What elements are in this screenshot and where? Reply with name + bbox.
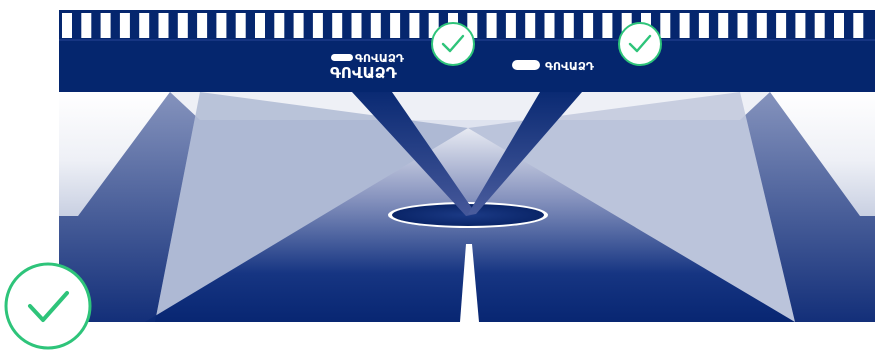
gantry-rib [718, 13, 728, 38]
gantry-rib [583, 13, 593, 38]
check-circle-icon [432, 23, 474, 65]
gantry-rib [853, 13, 863, 38]
gantry-rib [545, 13, 555, 38]
gantry-rib [313, 13, 323, 38]
gantry-rib [216, 13, 226, 38]
gantry-rib [602, 13, 612, 38]
gantry-rib [101, 13, 111, 38]
gantry-rib [178, 13, 188, 38]
check-circle-icon [6, 264, 90, 348]
gantry-rib [757, 13, 767, 38]
sign-right-small-label: ԳՈՎԱՁԴ [545, 60, 595, 73]
sign-left: ԳՈՎԱՁԴ ԳՈՎԱՁԴ [330, 52, 405, 82]
gantry-rib [776, 13, 786, 38]
gantry-rib [81, 13, 91, 38]
gantry-rib [525, 13, 535, 38]
pill-indicator-icon [331, 54, 353, 61]
gantry-rib [371, 13, 381, 38]
gantry-rib [409, 13, 419, 38]
gantry-rib [506, 13, 516, 38]
gantry-rib [120, 13, 130, 38]
gantry-rib [236, 13, 246, 38]
gantry-rib [390, 13, 400, 38]
sign-left-big-label: ԳՈՎԱՁԴ [330, 64, 397, 82]
gantry-rib [834, 13, 844, 38]
check-circle-icon [619, 23, 661, 65]
gantry-rib [274, 13, 284, 38]
gantry-rib [564, 13, 574, 38]
gantry-rib [795, 13, 805, 38]
gantry-rib [660, 13, 670, 38]
gantry-rib [294, 13, 304, 38]
gantry-rib [62, 13, 72, 38]
gantry-rib [197, 13, 207, 38]
pill-indicator-icon [512, 60, 540, 70]
gantry-rib [255, 13, 265, 38]
gantry-rib [159, 13, 169, 38]
gantry-rib [699, 13, 709, 38]
gantry-rib [815, 13, 825, 38]
gantry-rib [738, 13, 748, 38]
gantry-rib [139, 13, 149, 38]
gantry-rib [332, 13, 342, 38]
gantry-rib [680, 13, 690, 38]
gantry-rib [352, 13, 362, 38]
gantry-rib [487, 13, 497, 38]
